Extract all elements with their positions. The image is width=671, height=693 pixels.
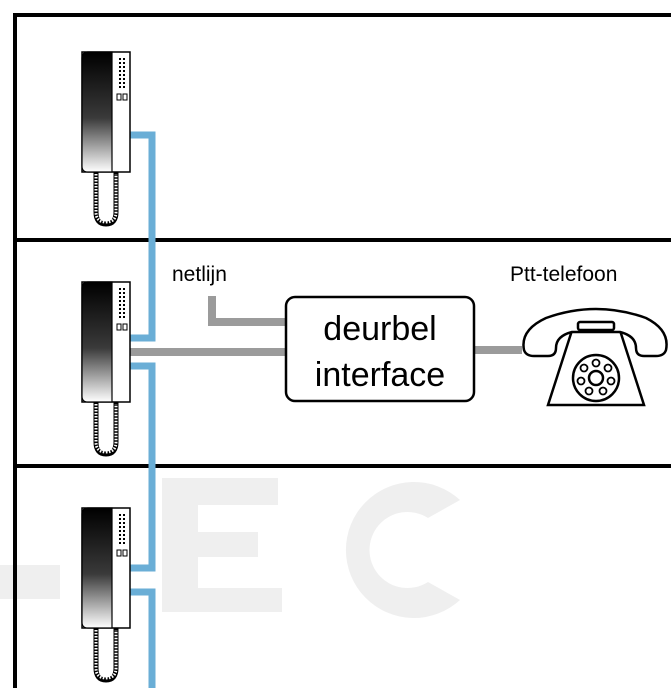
rotary-telephone-icon (522, 307, 668, 407)
intercom-handset-icon (82, 282, 130, 454)
interface-label-line2: interface (315, 356, 445, 394)
ptt-telephone-label: Ptt-telefoon (510, 263, 617, 286)
building-frame (13, 13, 671, 688)
doorbell-interface-box (284, 295, 476, 403)
intercom-handset-icon (82, 508, 130, 680)
bus-wire (128, 131, 156, 688)
watermark (0, 478, 460, 618)
netlijn-wire (208, 296, 286, 326)
netlijn-label: netlijn (172, 263, 227, 286)
interface-label-line1: deurbel (323, 310, 436, 348)
phone-wires (128, 296, 522, 356)
intercom-handset-icon (82, 52, 130, 224)
